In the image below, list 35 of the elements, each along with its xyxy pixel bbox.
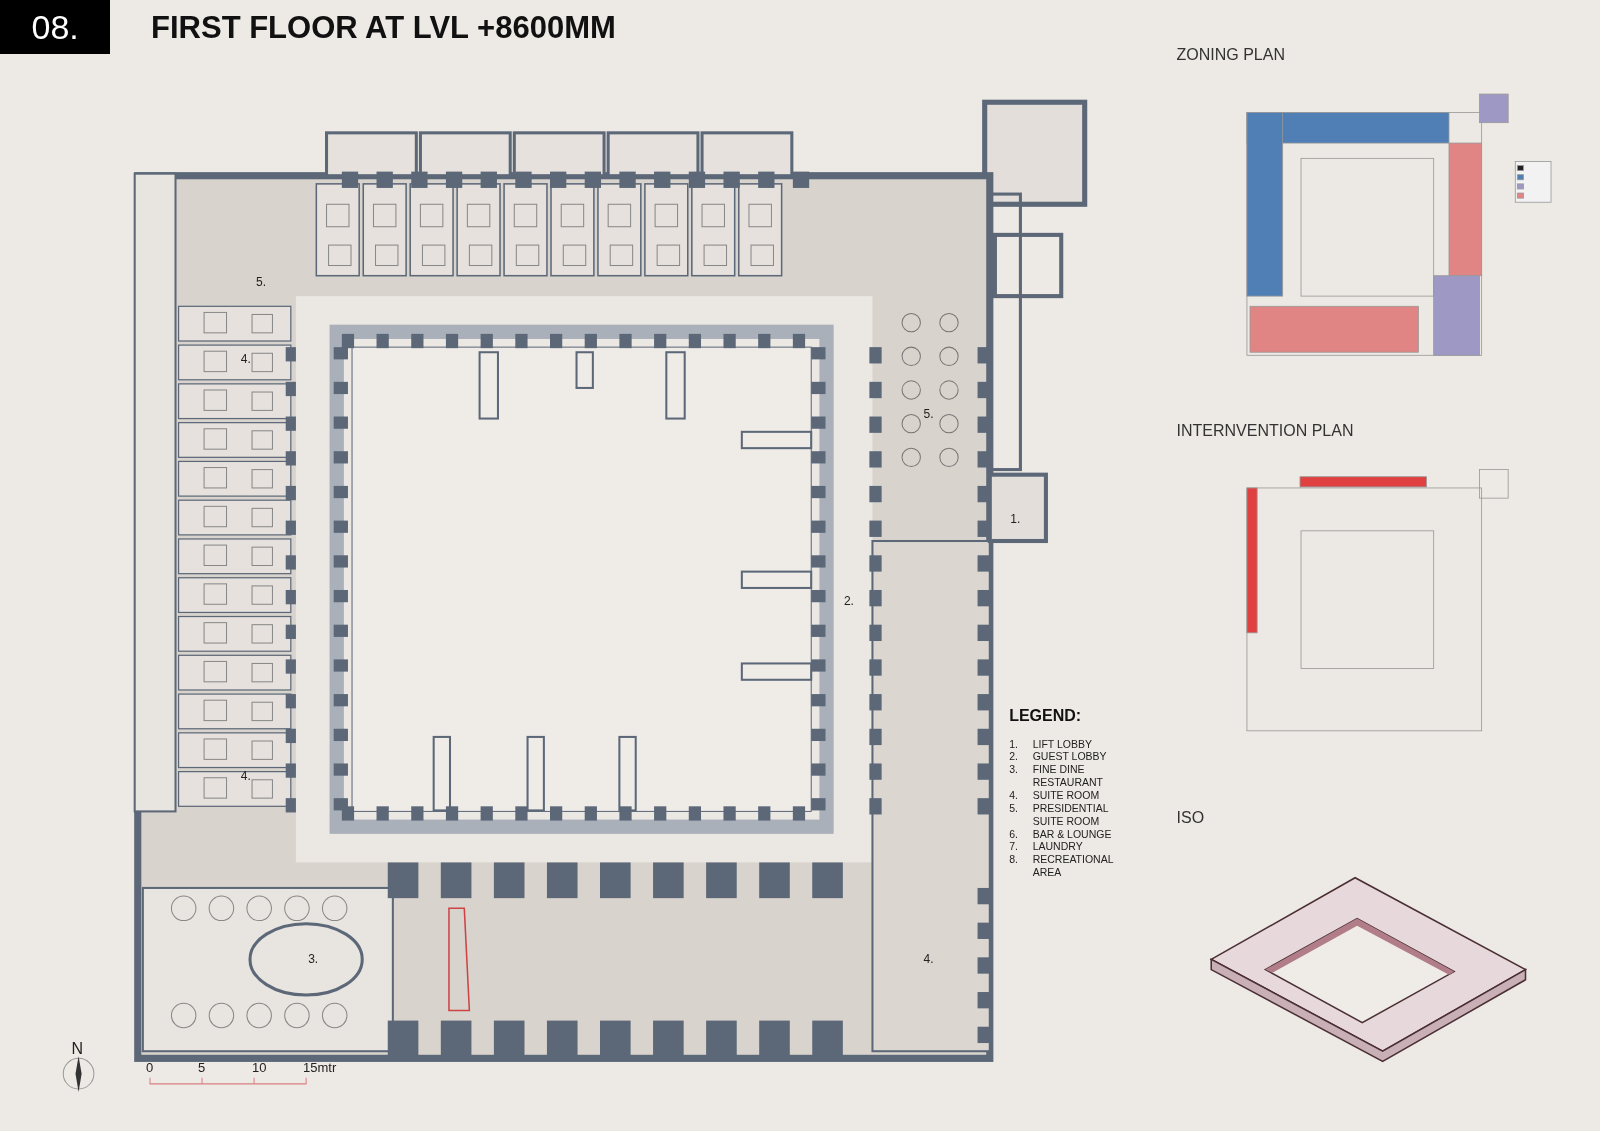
sheet-number: 08.: [0, 0, 111, 55]
section-heading: ZONING PLAN: [1176, 45, 1285, 65]
room-number: 4.: [240, 353, 251, 367]
legend-number: 6.: [1009, 827, 1018, 840]
scale-label: 15mtr: [303, 1061, 337, 1077]
legend-number: 4.: [1009, 788, 1018, 801]
legend-number: 2.: [1009, 750, 1018, 763]
scale-label: 5: [197, 1061, 206, 1077]
room-number: 4.: [240, 770, 251, 785]
legend-number: 8.: [1009, 853, 1018, 866]
legend-item: LAUNDRY: [1032, 839, 1084, 853]
section-heading: INTERNVENTION PLAN: [1176, 422, 1354, 441]
legend-number: 3.: [1009, 763, 1018, 776]
legend-item: PRESIDENTIAL SUITE ROOM: [1032, 802, 1110, 828]
room-number: 5.: [923, 408, 934, 422]
legend-item: GUEST LOBBY: [1032, 750, 1108, 763]
legend-item: BAR & LOUNGE: [1032, 827, 1113, 841]
room-number: 1.: [1010, 513, 1021, 528]
room-number: 4.: [923, 953, 934, 967]
title-text: FIRST FLOOR AT LVL +8600MM: [151, 10, 616, 46]
scale-label: 10: [252, 1061, 267, 1077]
legend-number: 7.: [1009, 839, 1018, 852]
legend-number: 5.: [1009, 802, 1018, 815]
legend-item: LIFT LOBBY: [1032, 737, 1093, 751]
section-heading: ISO: [1176, 809, 1205, 828]
legend-item: SUITE ROOM: [1032, 788, 1101, 802]
legend-item: RECREATIONAL AREA: [1032, 853, 1115, 879]
north-label: N: [71, 1039, 83, 1059]
legend-number: 1.: [1009, 737, 1018, 750]
legend-item: FINE DINE RESTAURANT: [1032, 763, 1105, 789]
legend-heading: LEGEND:: [1009, 707, 1082, 726]
scale-label: 0: [145, 1061, 154, 1077]
room-number: 2.: [843, 594, 854, 609]
room-number: 3.: [308, 953, 319, 967]
room-number: 5.: [256, 275, 267, 290]
